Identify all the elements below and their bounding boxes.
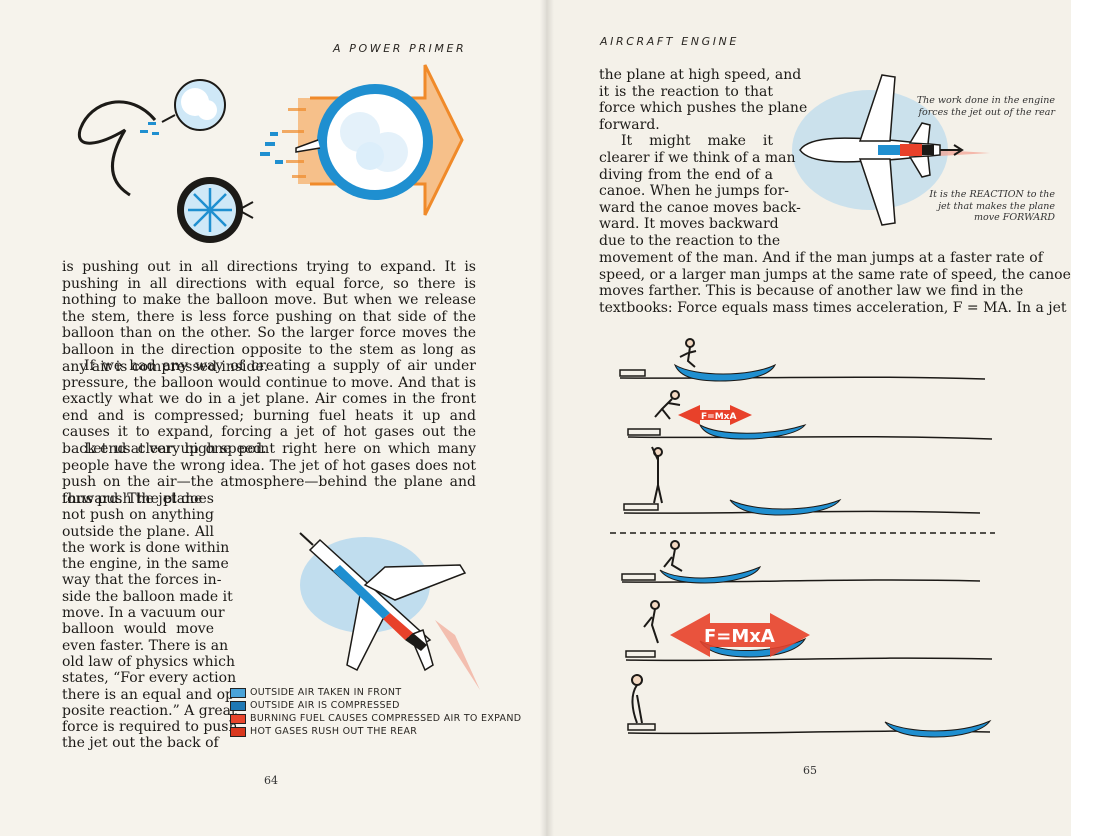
right-full-text-line: movement of the man. And if the man jump… xyxy=(599,250,1043,266)
wrapped-text-line: old law of physics which xyxy=(62,653,235,670)
right-text-line: due to the reaction to the xyxy=(599,232,781,249)
right-text-line: canoe. When he jumps for- xyxy=(599,183,789,200)
right-running-header: AIRCRAFT ENGINE xyxy=(600,35,739,48)
page-gutter xyxy=(540,0,554,836)
right-text-line: forward. xyxy=(599,116,660,133)
jet-topview-illustration xyxy=(792,74,990,226)
caption-bottom: It is the REACTION to the jet that makes… xyxy=(929,189,1055,223)
wrapped-text-line: not push on anything xyxy=(62,507,214,524)
legend-label: HOT GASES RUSH OUT THE REAR xyxy=(250,726,418,737)
left-page-number: 64 xyxy=(264,774,278,787)
paragraph-2: If we had any way of creating a supply o… xyxy=(62,358,476,457)
legend-swatch-icon xyxy=(230,687,246,698)
caption-top: The work done in the engine forces the j… xyxy=(916,95,1055,118)
legend-item: OUTSIDE AIR TAKEN IN FRONT xyxy=(230,686,521,699)
right-text-line: ward the canoe moves back- xyxy=(599,199,801,216)
wrapped-text-line: there is an equal and op- xyxy=(62,686,239,703)
wrapped-text-line: balloon would move xyxy=(62,621,214,638)
balloon-illustration xyxy=(77,64,464,243)
right-full-text-block: movement of the man. And if the man jump… xyxy=(599,250,1071,316)
paragraph-1: is pushing out in all directions trying … xyxy=(62,259,476,375)
wrapped-text-line: states, “For every action xyxy=(62,670,237,687)
right-text-line: the plane at high speed, and xyxy=(599,67,802,83)
wrapped-text-line: way that the forces in- xyxy=(62,572,222,589)
right-page-number: 65 xyxy=(803,764,817,777)
right-text-line: It might make it xyxy=(621,133,773,150)
right-text-line: clearer if we think of a man xyxy=(599,149,796,166)
legend-swatch-icon xyxy=(230,713,246,724)
wrapped-text-line: forward. The jet does xyxy=(62,491,214,507)
legend-swatch-icon xyxy=(230,700,246,711)
legend-item: HOT GASES RUSH OUT THE REAR xyxy=(230,725,521,738)
right-text-line: ward. It moves backward xyxy=(599,216,779,233)
canoe-sequence-illustration: F=MxA F=MxA xyxy=(610,338,995,738)
right-text-line: diving from the end of a xyxy=(599,166,773,183)
fma-label-large: F=MxA xyxy=(704,626,775,647)
legend-swatch-icon xyxy=(230,726,246,737)
wrapped-text-line: even faster. There is an xyxy=(62,637,229,654)
jet-cutaway-illustration xyxy=(299,532,480,690)
right-full-text-line: textbooks: Force equals mass times accel… xyxy=(599,299,1067,316)
right-text-line: it is the reaction to that xyxy=(599,83,773,100)
wrapped-text-line: side the balloon made it xyxy=(62,588,233,605)
legend-item: BURNING FUEL CAUSES COMPRESSED AIR TO EX… xyxy=(230,712,521,725)
right-text-line: force which pushes the plane xyxy=(599,100,808,117)
legend-label: OUTSIDE AIR IS COMPRESSED xyxy=(250,700,400,711)
legend-label: OUTSIDE AIR TAKEN IN FRONT xyxy=(250,687,402,698)
wrapped-text-line: the jet out the back of xyxy=(62,735,219,752)
jet-engine-legend: OUTSIDE AIR TAKEN IN FRONT OUTSIDE AIR IS… xyxy=(230,686,521,738)
wrapped-text-line: outside the plane. All xyxy=(62,523,214,540)
wrapped-text-line: the work is done within xyxy=(62,539,230,556)
legend-item: OUTSIDE AIR IS COMPRESSED xyxy=(230,699,521,712)
right-full-text-line: moves farther. This is because of anothe… xyxy=(599,283,1024,300)
wrapped-text-line: move. In a vacuum our xyxy=(62,605,225,622)
right-full-text-line: speed, or a larger man jumps at the same… xyxy=(599,266,1071,283)
paragraph-3: Let us clear up one point right here on … xyxy=(62,441,476,507)
wrapped-text-line: posite reaction.” A great xyxy=(62,702,237,719)
fma-label-small: F=MxA xyxy=(701,412,736,422)
wrapped-text-line: the engine, in the same xyxy=(62,556,229,573)
wrapped-text-line: force is required to push xyxy=(62,719,238,736)
left-running-header: A POWER PRIMER xyxy=(333,42,467,55)
legend-label: BURNING FUEL CAUSES COMPRESSED AIR TO EX… xyxy=(250,713,522,724)
